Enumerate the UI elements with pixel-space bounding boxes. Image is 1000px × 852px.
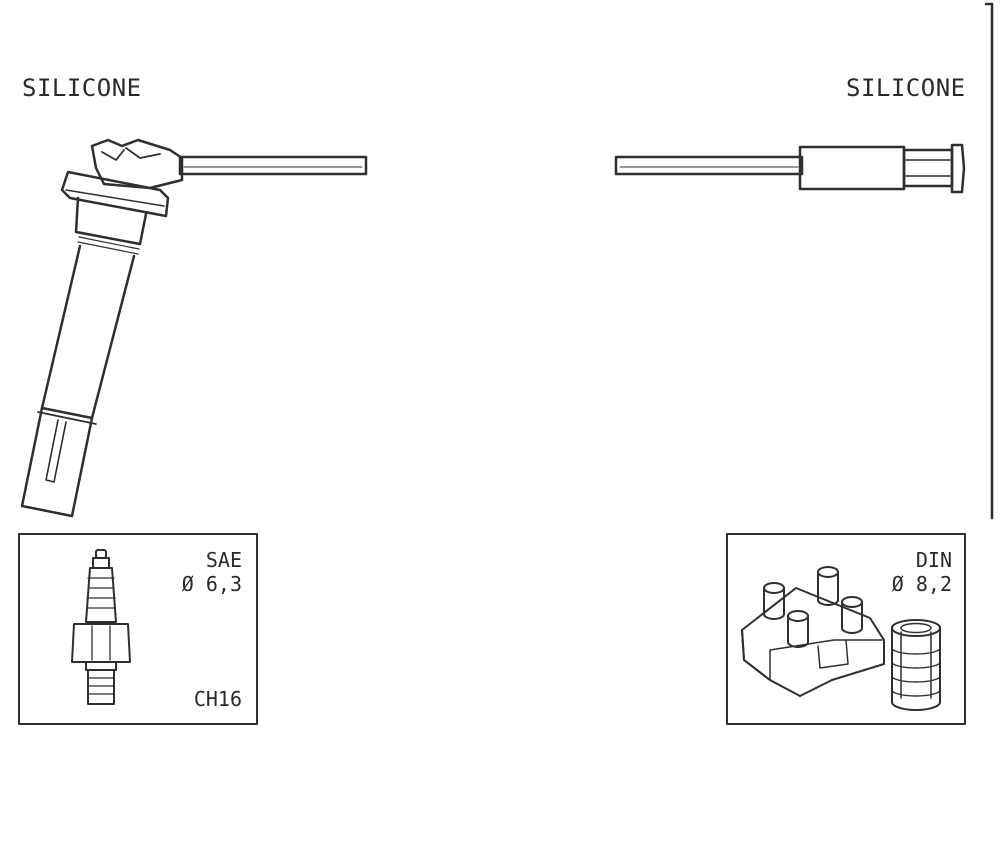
spark-plug-icon <box>71 549 131 705</box>
ignition-coil-icon <box>741 566 885 697</box>
right-material-label: SILICONE <box>846 74 966 102</box>
right-connector-type: DIN <box>915 548 952 572</box>
right-spec-box <box>726 533 966 725</box>
left-boot-connector <box>20 138 184 518</box>
length-bracket <box>984 2 994 520</box>
left-spec-box <box>18 533 258 725</box>
spark-plug-code: CH16 <box>193 687 242 711</box>
cable-left <box>178 155 368 176</box>
right-boot-connector <box>798 143 966 194</box>
left-material-label: SILICONE <box>22 74 142 102</box>
right-diameter: Ø 8,2 <box>891 572 952 596</box>
left-connector-type: SAE <box>205 548 242 572</box>
left-diameter: Ø 6,3 <box>181 572 242 596</box>
cable-right <box>614 155 804 176</box>
terminal-sleeve-icon <box>891 619 941 711</box>
